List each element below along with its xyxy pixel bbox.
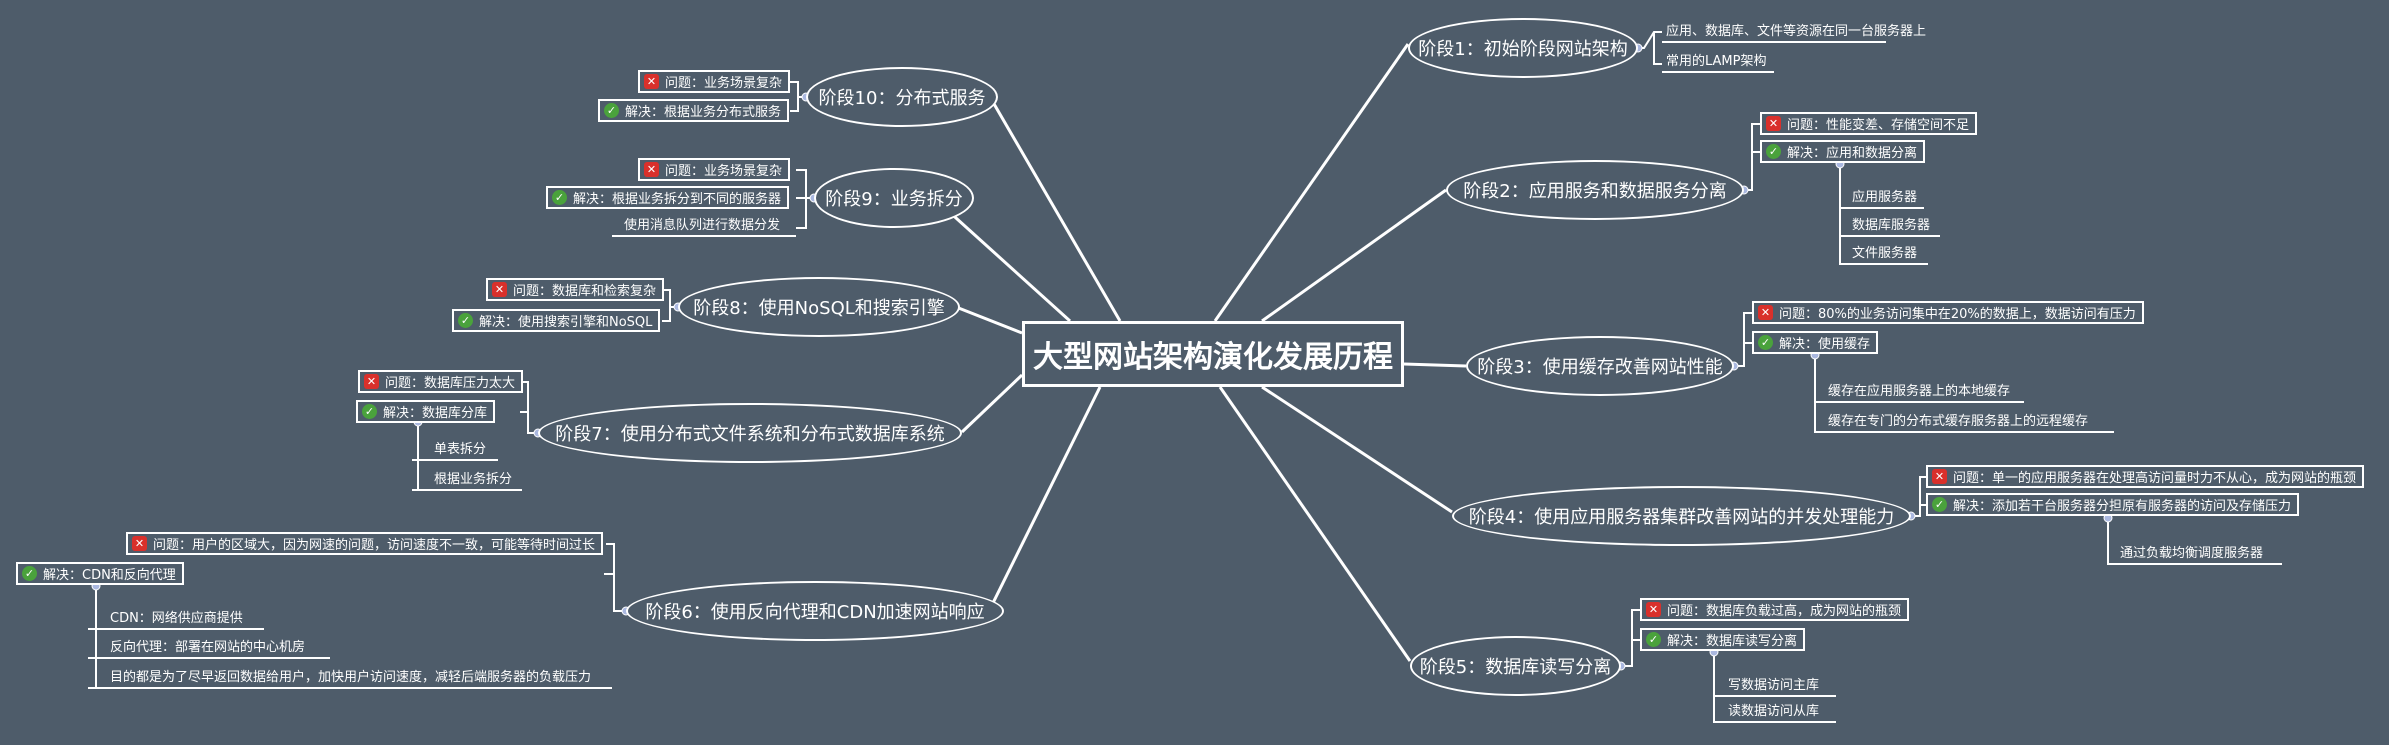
stage-4-problem[interactable]: ✕ 问题：单一的应用服务器在处理高访问量时力不从心，成为网站的瓶颈	[1926, 465, 2365, 488]
check-icon: ✓	[458, 313, 473, 328]
stage-9-sub-message-queue[interactable]: 使用消息队列进行数据分发	[624, 218, 781, 233]
stage-8-node[interactable]: 阶段8：使用NoSQL和搜索引擎	[678, 277, 960, 337]
error-icon: ✕	[132, 536, 147, 551]
stage-5-node[interactable]: 阶段5：数据库读写分离	[1410, 636, 1621, 696]
stage-3-sub-remote-cache[interactable]: 缓存在专门的分布式缓存服务器上的远程缓存	[1828, 414, 2089, 429]
stage-9-solution[interactable]: ✓ 解决：根据业务拆分到不同的服务器	[546, 186, 790, 209]
error-icon: ✕	[1646, 602, 1661, 617]
stage-3-sub-local-cache[interactable]: 缓存在应用服务器上的本地缓存	[1828, 384, 2011, 399]
stage-9-problem-label: 问题：业务场景复杂	[665, 164, 783, 179]
stage-6-problem-label: 问题：用户的区域大，因为网速的问题，访问速度不一致，可能等待时间过长	[153, 538, 596, 553]
stage-2-sub-db-server[interactable]: 数据库服务器	[1852, 218, 1931, 233]
check-icon: ✓	[552, 190, 567, 205]
stage-3-solution-label: 解决：使用缓存	[1779, 337, 1871, 352]
stage-10-solution[interactable]: ✓ 解决：根据业务分布式服务	[598, 99, 790, 122]
error-icon: ✕	[1758, 305, 1773, 320]
stage-2-solution[interactable]: ✓ 解决：应用和数据分离	[1760, 140, 1926, 163]
stage-9-solution-label: 解决：根据业务拆分到不同的服务器	[573, 192, 782, 207]
stage-7-sub-business-split[interactable]: 根据业务拆分	[434, 472, 513, 487]
error-icon: ✕	[1932, 469, 1947, 484]
stage-5-sub-write-master[interactable]: 写数据访问主库	[1728, 678, 1820, 693]
stage-2-problem[interactable]: ✕ 问题：性能变差、存储空间不足	[1760, 112, 1978, 135]
stage-8-problem[interactable]: ✕ 问题：数据库和检索复杂	[486, 278, 665, 301]
stage-4-solution[interactable]: ✓ 解决：添加若干台服务器分担原有服务器的访问及存储压力	[1926, 493, 2300, 516]
stage-10-solution-label: 解决：根据业务分布式服务	[625, 105, 782, 120]
stage-5-problem[interactable]: ✕ 问题：数据库负载过高，成为网站的瓶颈	[1640, 598, 1910, 621]
stage-3-node[interactable]: 阶段3：使用缓存改善网站性能	[1466, 336, 1734, 396]
stage-8-solution-label: 解决：使用搜索引擎和NoSQL	[479, 315, 653, 330]
stage-3-problem[interactable]: ✕ 问题：80%的业务访问集中在20%的数据上，数据访问有压力	[1752, 301, 2144, 324]
stage-10-node[interactable]: 阶段10：分布式服务	[806, 67, 998, 127]
stage-4-solution-label: 解决：添加若干台服务器分担原有服务器的访问及存储压力	[1953, 499, 2292, 514]
error-icon: ✕	[1766, 116, 1781, 131]
stage-9-problem[interactable]: ✕ 问题：业务场景复杂	[638, 158, 791, 181]
stage-4-problem-label: 问题：单一的应用服务器在处理高访问量时力不从心，成为网站的瓶颈	[1953, 471, 2357, 486]
stage-5-problem-label: 问题：数据库负载过高，成为网站的瓶颈	[1667, 604, 1902, 619]
stage-3-solution[interactable]: ✓ 解决：使用缓存	[1752, 331, 1879, 354]
stage-2-node[interactable]: 阶段2：应用服务和数据服务分离	[1446, 160, 1744, 220]
error-icon: ✕	[644, 74, 659, 89]
check-icon: ✓	[1766, 144, 1781, 159]
stage-4-node[interactable]: 阶段4：使用应用服务器集群改善网站的并发处理能力	[1452, 486, 1911, 546]
stage-1-item-lamp[interactable]: 常用的LAMP架构	[1666, 54, 1767, 69]
stage-4-sub-load-balancer[interactable]: 通过负载均衡调度服务器	[2120, 546, 2264, 561]
stage-10-problem[interactable]: ✕ 问题：业务场景复杂	[638, 70, 791, 93]
stage-2-sub-app-server[interactable]: 应用服务器	[1852, 190, 1918, 205]
stage-7-solution-label: 解决：数据库分库	[383, 406, 488, 421]
stage-6-solution-label: 解决：CDN和反向代理	[43, 568, 176, 583]
stage-6-sub-cdn[interactable]: CDN：网络供应商提供	[110, 611, 243, 626]
stage-6-problem[interactable]: ✕ 问题：用户的区域大，因为网速的问题，访问速度不一致，可能等待时间过长	[126, 532, 604, 555]
stage-5-solution-label: 解决：数据库读写分离	[1667, 634, 1798, 649]
stage-2-solution-label: 解决：应用和数据分离	[1787, 146, 1918, 161]
error-icon: ✕	[644, 162, 659, 177]
stage-1-node[interactable]: 阶段1：初始阶段网站架构	[1408, 18, 1638, 78]
stage-7-problem-label: 问题：数据库压力太大	[385, 376, 516, 391]
error-icon: ✕	[492, 282, 507, 297]
stage-7-problem[interactable]: ✕ 问题：数据库压力太大	[358, 370, 524, 393]
check-icon: ✓	[1932, 497, 1947, 512]
stage-2-sub-file-server[interactable]: 文件服务器	[1852, 246, 1918, 261]
error-icon: ✕	[364, 374, 379, 389]
stage-3-problem-label: 问题：80%的业务访问集中在20%的数据上，数据访问有压力	[1779, 307, 2136, 322]
central-topic[interactable]: 大型网站架构演化发展历程	[1022, 321, 1404, 387]
check-icon: ✓	[1646, 632, 1661, 647]
stage-5-sub-read-slave[interactable]: 读数据访问从库	[1728, 704, 1820, 719]
stage-1-item-resources[interactable]: 应用、数据库、文件等资源在同一台服务器上	[1666, 24, 1927, 39]
stage-6-sub-purpose[interactable]: 目的都是为了尽早返回数据给用户，加快用户访问速度，减轻后端服务器的负载压力	[110, 670, 592, 685]
check-icon: ✓	[362, 404, 377, 419]
stage-8-problem-label: 问题：数据库和检索复杂	[513, 284, 657, 299]
stage-9-node[interactable]: 阶段9：业务拆分	[814, 168, 974, 228]
stage-6-node[interactable]: 阶段6：使用反向代理和CDN加速网站响应	[626, 581, 1004, 641]
stage-5-solution[interactable]: ✓ 解决：数据库读写分离	[1640, 628, 1806, 651]
stage-2-problem-label: 问题：性能变差、存储空间不足	[1787, 118, 1970, 133]
stage-10-problem-label: 问题：业务场景复杂	[665, 76, 783, 91]
stage-7-node[interactable]: 阶段7：使用分布式文件系统和分布式数据库系统	[538, 403, 962, 463]
stage-6-sub-reverse-proxy[interactable]: 反向代理：部署在网站的中心机房	[110, 640, 306, 655]
stage-7-sub-table-split[interactable]: 单表拆分	[434, 442, 487, 457]
stage-7-solution[interactable]: ✓ 解决：数据库分库	[356, 400, 496, 423]
check-icon: ✓	[604, 103, 619, 118]
stage-6-solution[interactable]: ✓ 解决：CDN和反向代理	[16, 562, 184, 585]
check-icon: ✓	[22, 566, 37, 581]
stage-8-solution[interactable]: ✓ 解决：使用搜索引擎和NoSQL	[452, 309, 661, 332]
check-icon: ✓	[1758, 335, 1773, 350]
